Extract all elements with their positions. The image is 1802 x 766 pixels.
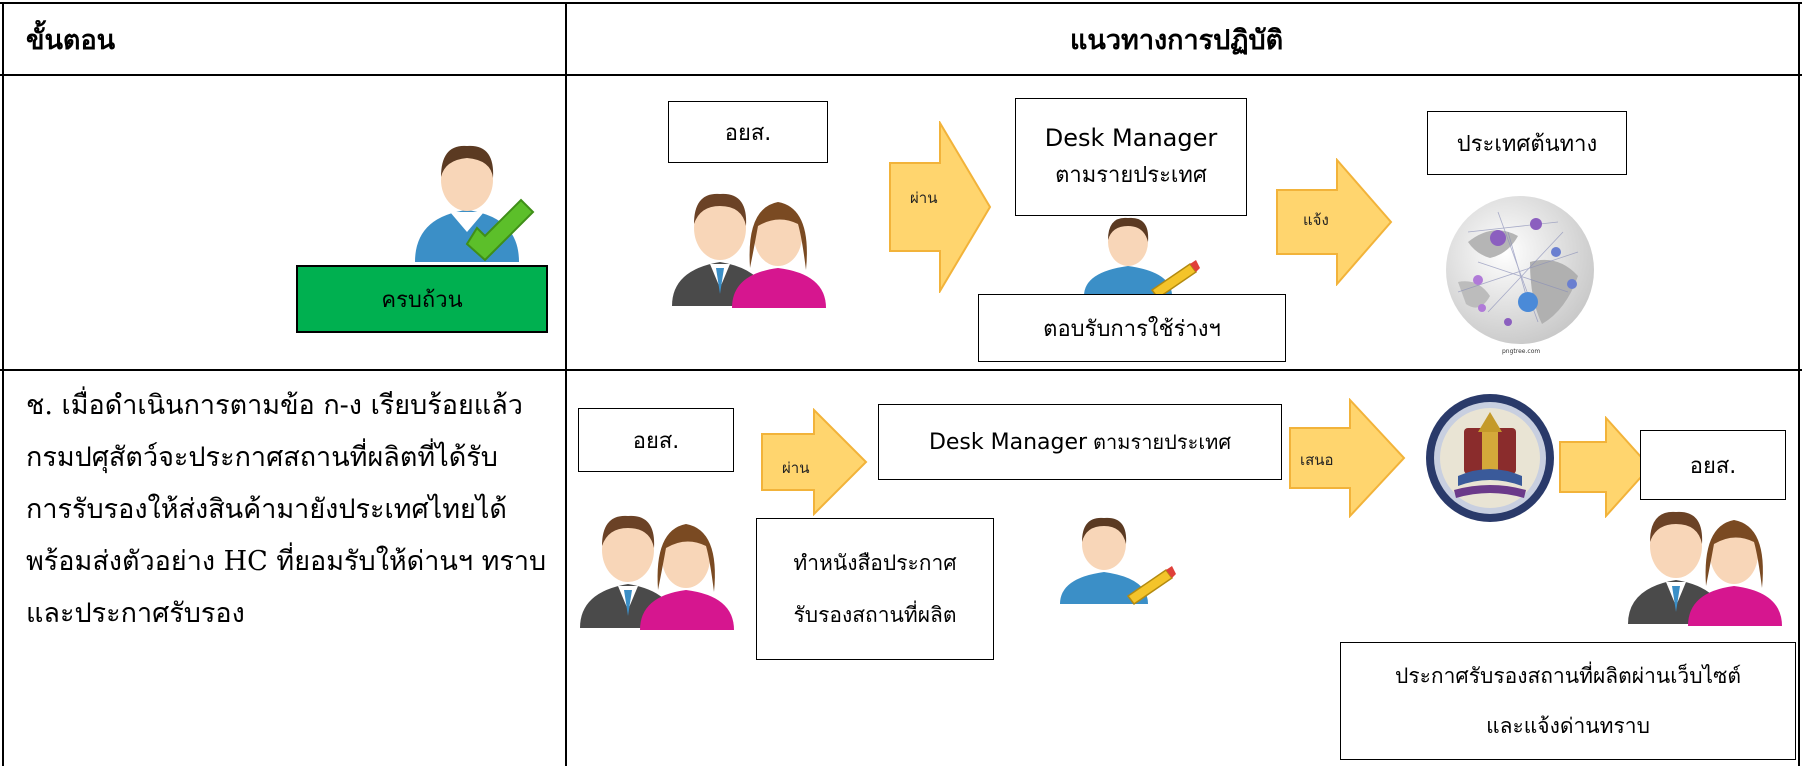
- row2-letter-box: ทำหนังสือประกาศ รับรองสถานที่ผลิต: [756, 518, 994, 660]
- row2-arrow-forward: [1558, 416, 1652, 518]
- arrow-right-icon: [1559, 416, 1652, 518]
- row1-origin-country-box: ประเทศต้นทาง: [1427, 111, 1627, 175]
- row2-step-line: การรับรองให้ส่งสินค้ามายังประเทศไทยได้: [26, 494, 507, 525]
- row2-desk-title: Desk Manager: [928, 429, 1088, 455]
- row2-letter-line2: รับรองสถานที่ผลิต: [793, 603, 957, 627]
- arrow-right-icon: [889, 121, 992, 293]
- row1-origin-country-label: ประเทศต้นทาง: [1456, 131, 1598, 157]
- row1-aoys-label: อยส.: [724, 120, 772, 146]
- row2-aoys-box: อยส.: [578, 408, 734, 472]
- staff-pencil-icon: [1082, 212, 1202, 302]
- row2-letter-line1: ทำหนังสือประกาศ: [793, 551, 957, 575]
- couple-icon: [670, 178, 830, 318]
- table-border-right: [1798, 2, 1800, 766]
- table-border-top: [0, 2, 1802, 4]
- row1-arrow-notify: แจ้ง: [1275, 158, 1393, 286]
- arrow-right-icon: [761, 408, 868, 516]
- user-check-icon: [405, 132, 545, 272]
- row1-desk-title: Desk Manager: [1044, 124, 1218, 152]
- row2-step-line: กรมปศุสัตว์จะประกาศสถานที่ผลิตที่ได้รับ: [26, 442, 498, 473]
- row2-step-line: และประกาศรับรอง: [26, 598, 245, 629]
- header-step: ขั้นตอน: [26, 25, 116, 56]
- row2-aoys-end-box: อยส.: [1640, 430, 1786, 500]
- row1-desk-sub: ตามรายประเทศ: [1055, 163, 1207, 188]
- row2-aoys-label: อยส.: [632, 428, 680, 454]
- staff-pencil-icon: [1058, 512, 1178, 612]
- globe-caption: pngtree.com: [1502, 348, 1541, 355]
- row1-arrow-pass-label: ผ่าน: [910, 189, 938, 207]
- row2-step-line: ช. เมื่อดำเนินการตามข้อ ก-ง เรียบร้อยแล้…: [26, 390, 523, 421]
- row1-aoys-box: อยส.: [668, 101, 828, 163]
- row2-arrow-pass: ผ่าน: [760, 408, 868, 516]
- row2-step-description: ช. เมื่อดำเนินการตามข้อ ก-ง เรียบร้อยแล้…: [26, 380, 556, 640]
- row2-announcement-box: ประกาศรับรองสถานที่ผลิตผ่านเว็บไซต์ และแ…: [1340, 642, 1796, 760]
- row2-arrow-propose-label: เสนอ: [1300, 451, 1334, 469]
- header-guideline: แนวทางการปฏิบัติ: [1070, 25, 1284, 56]
- row1-reply-box: ตอบรับการใช้ร่างฯ: [978, 294, 1286, 362]
- status-complete-box: ครบถ้วน: [296, 265, 548, 333]
- table-header-divider: [0, 74, 1802, 76]
- row2-announce-line1: ประกาศรับรองสถานที่ผลิตผ่านเว็บไซต์: [1394, 664, 1742, 688]
- row2-step-line: พร้อมส่งตัวอย่าง HC ที่ยอมรับให้ด่านฯ ทร…: [26, 546, 547, 577]
- status-complete-label: ครบถ้วน: [381, 287, 463, 313]
- couple-icon: [1626, 496, 1786, 636]
- row1-reply-label: ตอบรับการใช้ร่างฯ: [1043, 316, 1221, 342]
- table-column-divider: [565, 2, 567, 766]
- table-row-divider: [0, 369, 1802, 371]
- row2-desk-manager-box: Desk Manager ตามรายประเทศ: [878, 404, 1282, 480]
- row2-arrow-propose: เสนอ: [1288, 398, 1406, 518]
- row2-desk-sub: ตามรายประเทศ: [1093, 430, 1232, 454]
- row1-arrow-pass: ผ่าน: [888, 121, 992, 293]
- table-border-left: [2, 2, 4, 766]
- globe-network-icon: pngtree.com: [1438, 192, 1603, 357]
- row2-arrow-pass-label: ผ่าน: [782, 459, 810, 477]
- department-seal-icon: [1424, 392, 1556, 529]
- row2-announce-line2: และแจ้งด่านทราบ: [1486, 714, 1650, 738]
- couple-icon: [578, 500, 738, 640]
- row1-arrow-notify-label: แจ้ง: [1303, 211, 1329, 229]
- arrow-right-icon: [1289, 398, 1406, 518]
- arrow-right-icon: [1276, 158, 1393, 286]
- row2-aoys-end-label: อยส.: [1689, 453, 1737, 479]
- row1-desk-manager-box: Desk Manager ตามรายประเทศ: [1015, 98, 1247, 216]
